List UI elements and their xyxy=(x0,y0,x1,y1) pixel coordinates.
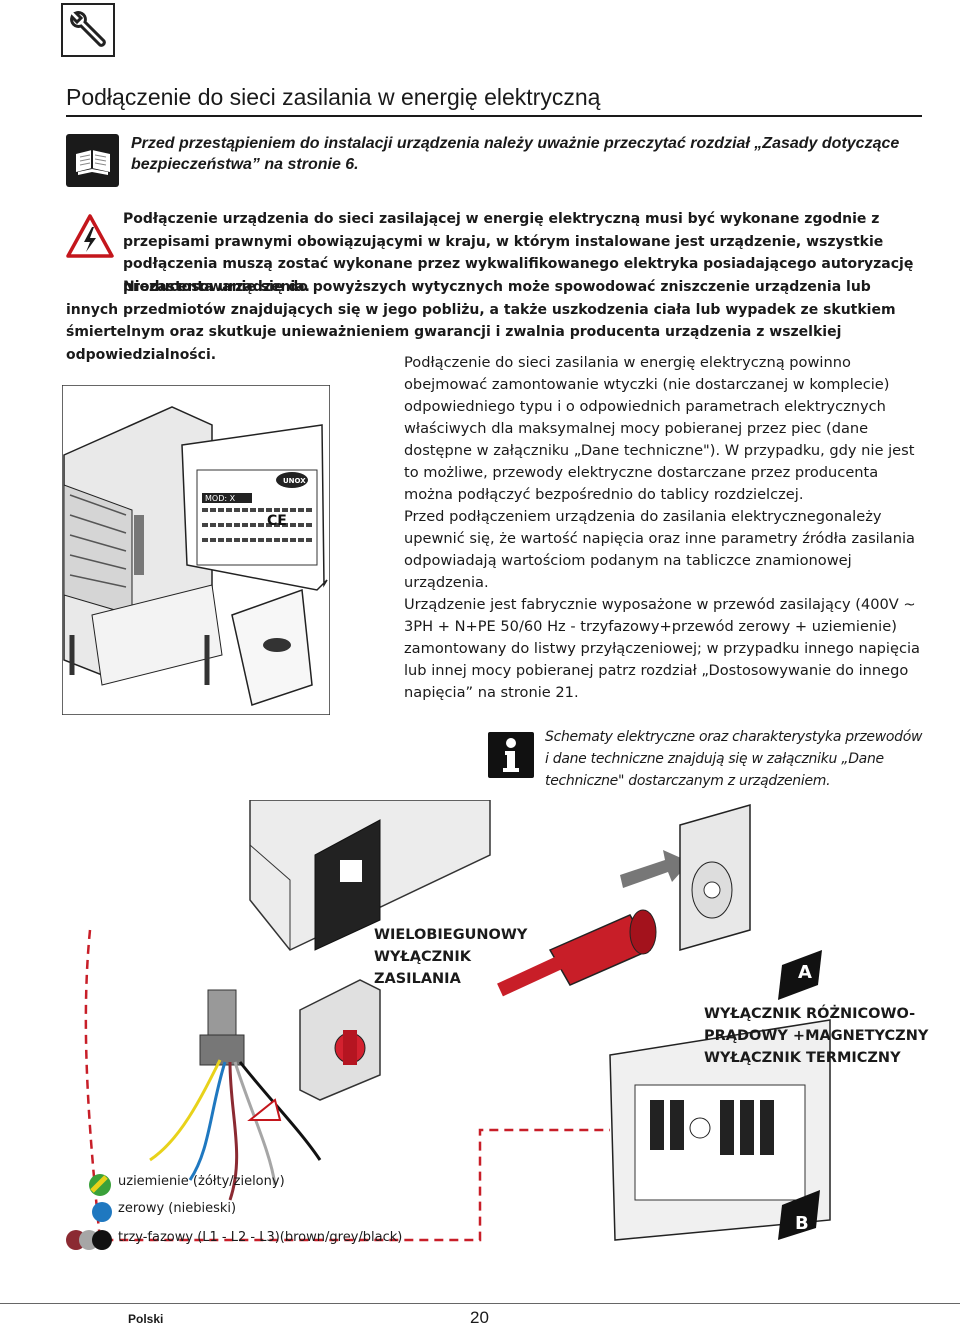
legend-phase: trzy-fazowy (L1 - L2 - L3)(brown/grey/bl… xyxy=(118,1230,403,1245)
body-text: Podłączenie do sieci zasilania w energię… xyxy=(404,352,924,704)
marker-a: A xyxy=(798,962,812,983)
page-number: 20 xyxy=(470,1308,489,1327)
title-divider xyxy=(66,115,922,117)
body-paragraph: Urządzenie jest fabrycznie wyposażone w … xyxy=(404,596,920,701)
intro-note: Przed przestąpieniem do instalacji urząd… xyxy=(131,135,900,173)
body-paragraph: Podłączenie do sieci zasilania w energię… xyxy=(404,354,915,503)
info-note: Schematy elektryczne oraz charakterystyk… xyxy=(545,729,923,789)
brand-label: UNOX xyxy=(283,477,306,485)
page-title: Podłączenie do sieci zasilania w energię… xyxy=(66,84,601,110)
footer-language: Polski xyxy=(128,1312,164,1326)
info-icon xyxy=(488,732,534,778)
model-label: MOD: X xyxy=(205,494,236,503)
marker-b: B xyxy=(795,1213,809,1234)
wiring-diagram-illustration xyxy=(60,799,930,1260)
oven-rating-plate-illustration: UNOX MOD: X CE xyxy=(61,384,331,716)
warning-paragraph: Podłączenie urządzenia do sieci zasilają… xyxy=(123,211,914,295)
phase-black-wire-icon xyxy=(92,1230,112,1250)
multipole-switch-label: WIELOBIEGUNOWY WYŁĄCZNIK ZASILANIA xyxy=(374,927,528,987)
residual-current-breaker-label: WYŁĄCZNIK RÓŻNICOWO- PRĄDOWY +MAGNETYCZN… xyxy=(704,1006,929,1066)
legend-earth: uziemienie (żółty/zielony) xyxy=(118,1174,285,1189)
legend-neutral: zerowy (niebieski) xyxy=(118,1201,237,1216)
body-paragraph: Przed podłączeniem urządzenia do zasilan… xyxy=(404,508,915,591)
earth-wire-icon xyxy=(88,1173,112,1197)
wrench-icon xyxy=(61,3,115,57)
neutral-wire-icon xyxy=(92,1202,112,1222)
footer-divider xyxy=(0,1303,960,1304)
book-icon xyxy=(66,134,119,187)
high-voltage-warning-icon xyxy=(66,214,114,258)
warning-consequences-paragraph: Niezastosowanie się do powyższych wytycz… xyxy=(66,279,896,363)
ce-mark: CE xyxy=(267,513,287,529)
